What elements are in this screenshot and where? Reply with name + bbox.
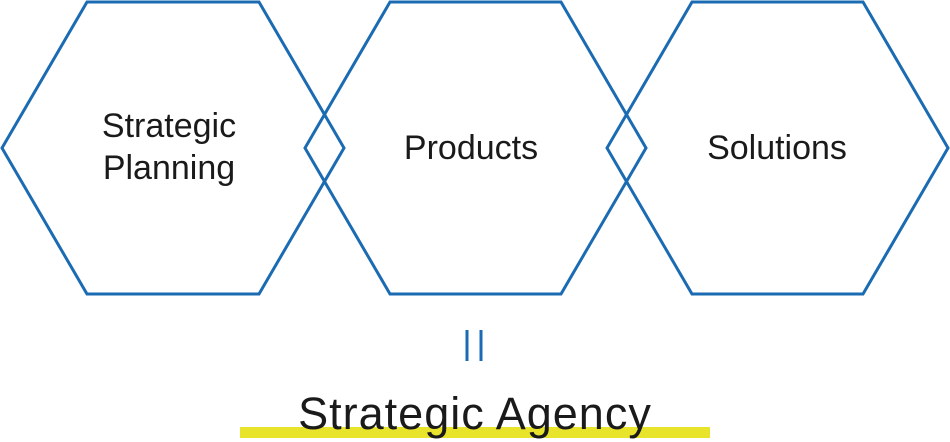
highlight-underline [240, 427, 710, 438]
result-block: Strategic Agency [240, 388, 710, 439]
hexagon-products: Products [303, 0, 648, 296]
hexagon-label: Products [404, 129, 538, 167]
hexagon-strategic-planning: Strategic Planning [0, 0, 346, 296]
hexagon-label: Solutions [707, 129, 847, 167]
hexagon-outline [605, 0, 950, 296]
hexagon-outline [303, 0, 648, 296]
hexagon-solutions: Solutions [605, 0, 950, 296]
hexagon-outline [0, 0, 346, 296]
result-label: Strategic Agency [298, 388, 652, 439]
hexagon-label-line-2: Planning [103, 149, 235, 187]
hexagon-label-line-1: Strategic [102, 107, 236, 145]
equals-sign [465, 330, 483, 361]
